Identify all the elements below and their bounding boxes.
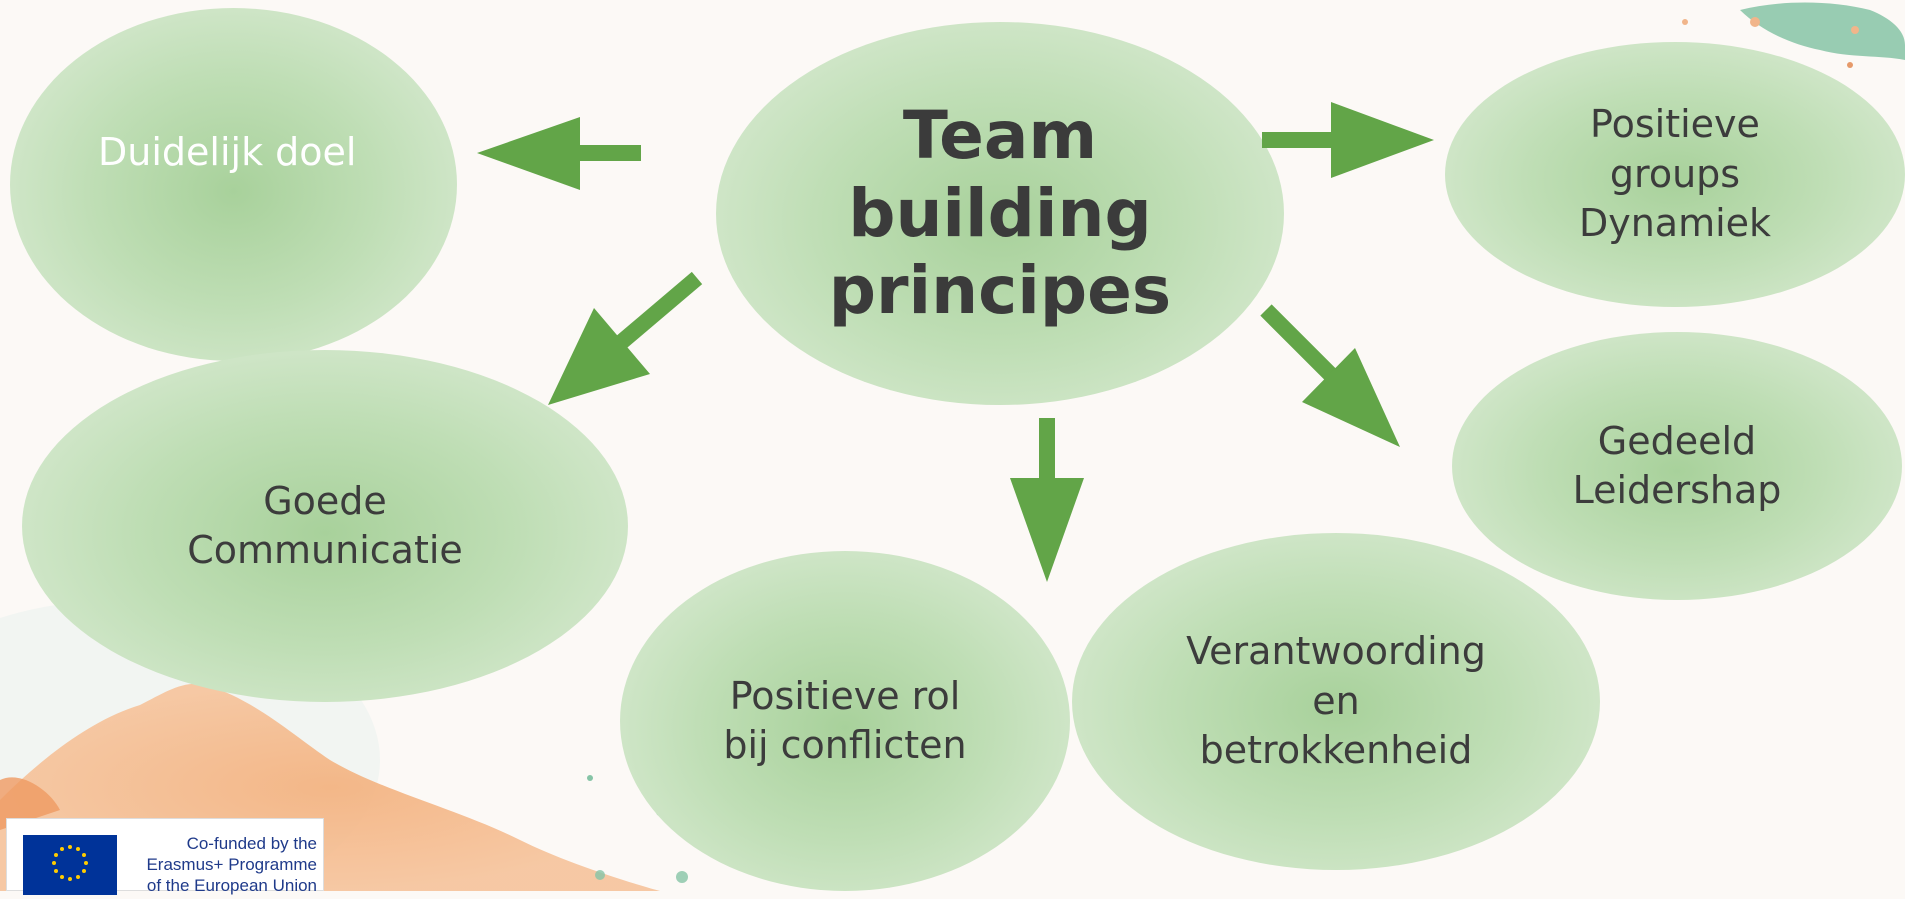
center-label: Team building principes (828, 96, 1172, 330)
eu-cofunded-text: Co-funded by the Erasmus+ Programme of t… (119, 833, 317, 896)
eu-line-2: Erasmus+ Programme (146, 855, 317, 874)
node-label: Gedeeld Leidershap (1572, 418, 1782, 512)
node-label: Duidelijk doel (98, 130, 357, 174)
node-label: Goede Communicatie (187, 478, 463, 572)
eu-line-1: Co-funded by the (186, 834, 317, 853)
node-center-team-building: Team building principes (716, 22, 1284, 405)
node-duidelijk-doel: Duidelijk doel (10, 8, 457, 361)
eu-line-3: of the European Union (146, 876, 317, 895)
eu-cofunded-logo: Co-funded by the Erasmus+ Programme of t… (6, 818, 324, 895)
node-label: Positieve groups Dynamiek (1578, 102, 1772, 246)
node-positieve-groups: Positieve groups Dynamiek (1445, 42, 1905, 307)
node-label: Positieve rol bij conflicten (723, 673, 967, 767)
eu-flag-icon (23, 835, 117, 895)
node-gedeeld-leidershap: Gedeeld Leidershap (1452, 332, 1902, 600)
node-positieve-rol: Positieve rol bij conflicten (620, 551, 1070, 891)
node-verantwoording: Verantwoording en betrokkenheid (1072, 533, 1600, 870)
node-label: Verantwoording en betrokkenheid (1186, 629, 1486, 773)
node-goede-communicatie: Goede Communicatie (22, 350, 628, 702)
